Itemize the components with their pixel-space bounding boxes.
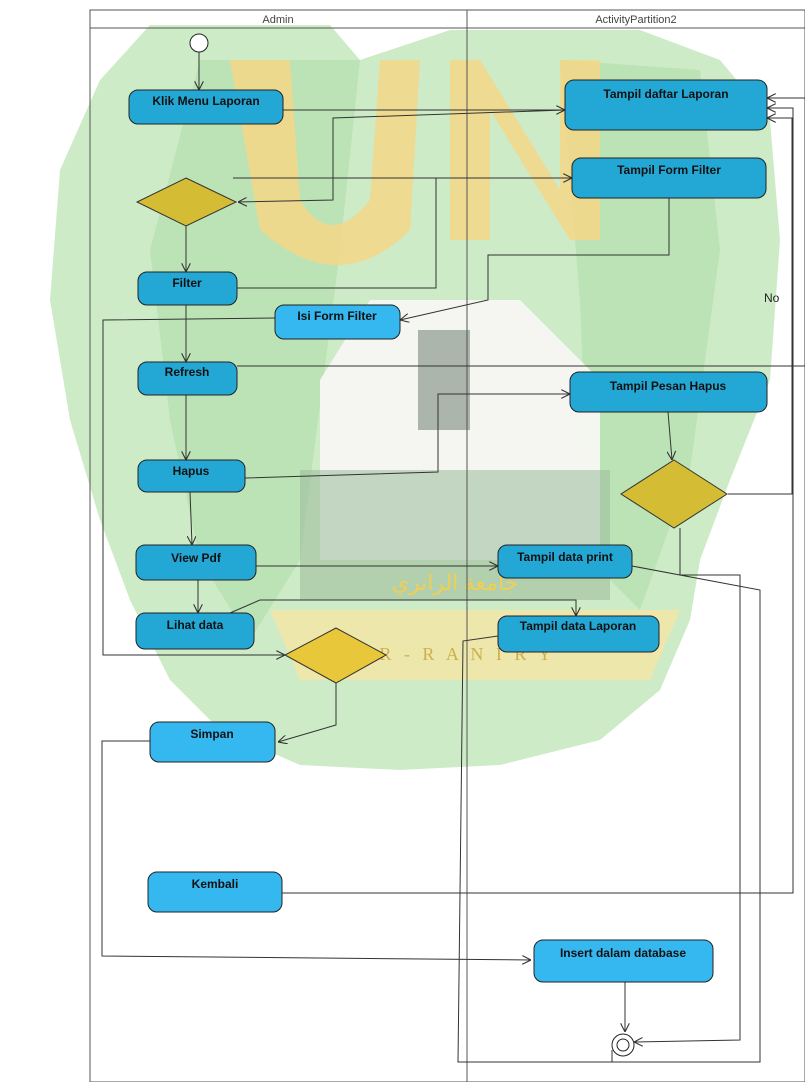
action-label: Tampil Form Filter [617,163,721,177]
action-label: Tampil data Laporan [520,619,636,633]
action-label: Tampil data print [517,550,613,564]
decision-node-merge [283,627,388,684]
action-refresh: Refresh [137,361,238,396]
action-label: Isi Form Filter [297,309,377,323]
edge-decision-yes-to-final [634,528,741,1042]
action-simpan: Simpan [149,721,276,763]
edge-refresh-to-tampil-daftar [237,98,805,367]
final-node [611,1033,635,1057]
action-label: Refresh [165,365,210,379]
edge-label-no: No [764,291,780,305]
action-filter: Filter [137,271,238,306]
action-label: Kembali [192,877,239,891]
action-label: Filter [172,276,202,290]
swimlanes: Admin ActivityPartition2 [89,9,805,1082]
decision-node-hapus [620,459,728,529]
action-label: View Pdf [171,551,222,565]
action-label: Tampil daftar Laporan [603,87,728,101]
edge-filter-to-form-filter [237,178,437,289]
edge-form-filter-to-isi [400,198,670,320]
action-tampil-data-laporan: Tampil data Laporan [497,615,660,653]
edge-hapus-to-viewpdf [190,491,192,545]
edge-decision-no [728,118,793,495]
action-hapus: Hapus [137,459,246,493]
action-tampil-pesan-hapus: Tampil Pesan Hapus [569,371,768,413]
action-label: Lihat data [167,618,224,632]
edges: No [101,52,805,1063]
edge-isi-to-merge [102,317,285,655]
action-tampil-form-filter: Tampil Form Filter [571,157,767,199]
action-tampil-data-print: Tampil data print [497,544,633,579]
edge-lihat-to-tampil-laporan [229,599,576,616]
watermark-arabic: جامعة الرانري [392,570,519,596]
edge-tampil-daftar-to-decision [238,109,566,202]
action-lihat-data: Lihat data [135,612,255,650]
action-insert-dalam-database: Insert dalam database [533,939,714,983]
action-label: Insert dalam database [560,946,686,960]
edge-kembali-to-tampil-daftar [282,108,794,894]
decision-node-menu [135,177,238,227]
edge-pesan-to-decision [668,411,672,460]
edge-hapus-to-pesan [244,394,570,479]
action-view-pdf: View Pdf [135,544,257,581]
action-tampil-daftar-laporan: Tampil daftar Laporan [564,79,768,131]
action-klik-menu-laporan: Klik Menu Laporan [128,89,284,125]
action-label: Hapus [173,464,210,478]
action-label: Tampil Pesan Hapus [610,379,727,393]
action-isi-form-filter: Isi Form Filter [274,304,401,340]
action-label: Klik Menu Laporan [152,94,259,108]
edge-merge-to-simpan [278,683,337,742]
lane-title-activity-partition: ActivityPartition2 [595,14,676,26]
edge-tampil-laporan-to-final [457,635,612,1063]
action-kembali: Kembali [147,871,283,913]
edge-simpan-to-insert [101,740,531,960]
action-label: Simpan [190,727,233,741]
lane-title-admin: Admin [262,14,293,26]
initial-node [189,33,209,53]
edge-print-to-final [611,565,761,1063]
